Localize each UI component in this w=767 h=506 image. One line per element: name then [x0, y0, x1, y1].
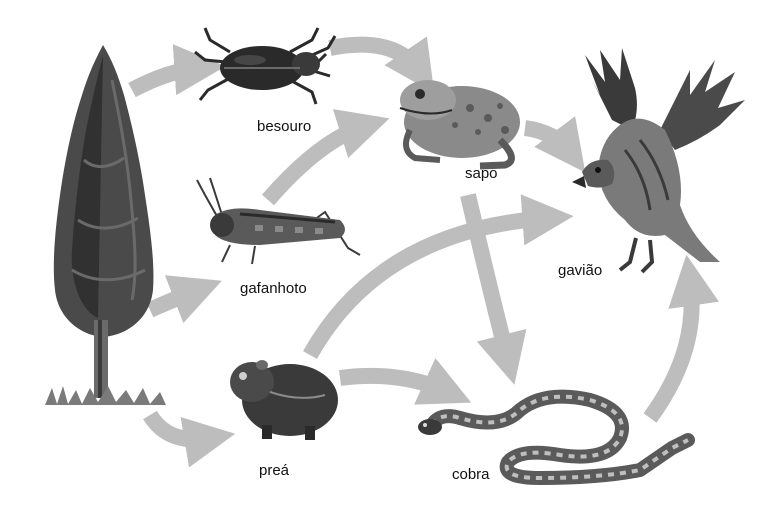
hawk-icon	[572, 48, 745, 272]
label-sapo: sapo	[465, 165, 498, 182]
arrow-sapo-to-gaviao	[525, 128, 570, 152]
label-besouro: besouro	[257, 118, 311, 135]
arrow-tree-to-prea	[150, 415, 210, 439]
arrow-prea-to-gaviao	[310, 218, 548, 355]
arrow-besouro-to-sapo	[330, 45, 420, 72]
label-cobra: cobra	[452, 466, 490, 483]
label-prea: preá	[259, 462, 289, 479]
label-gafanhoto: gafanhoto	[240, 280, 307, 297]
arrow-gafanhoto-to-sapo	[268, 126, 365, 200]
tree-icon	[45, 45, 166, 405]
arrow-tree-to-besouro	[132, 68, 200, 90]
arrow-tree-to-gafanhoto	[150, 290, 198, 310]
cavy-icon	[230, 360, 338, 440]
label-gaviao: gavião	[558, 262, 602, 279]
arrow-prea-to-cobra	[340, 376, 448, 392]
arrow-cobra-to-gaviao	[650, 280, 692, 418]
toad-icon	[400, 80, 520, 166]
beetle-icon	[195, 28, 335, 104]
